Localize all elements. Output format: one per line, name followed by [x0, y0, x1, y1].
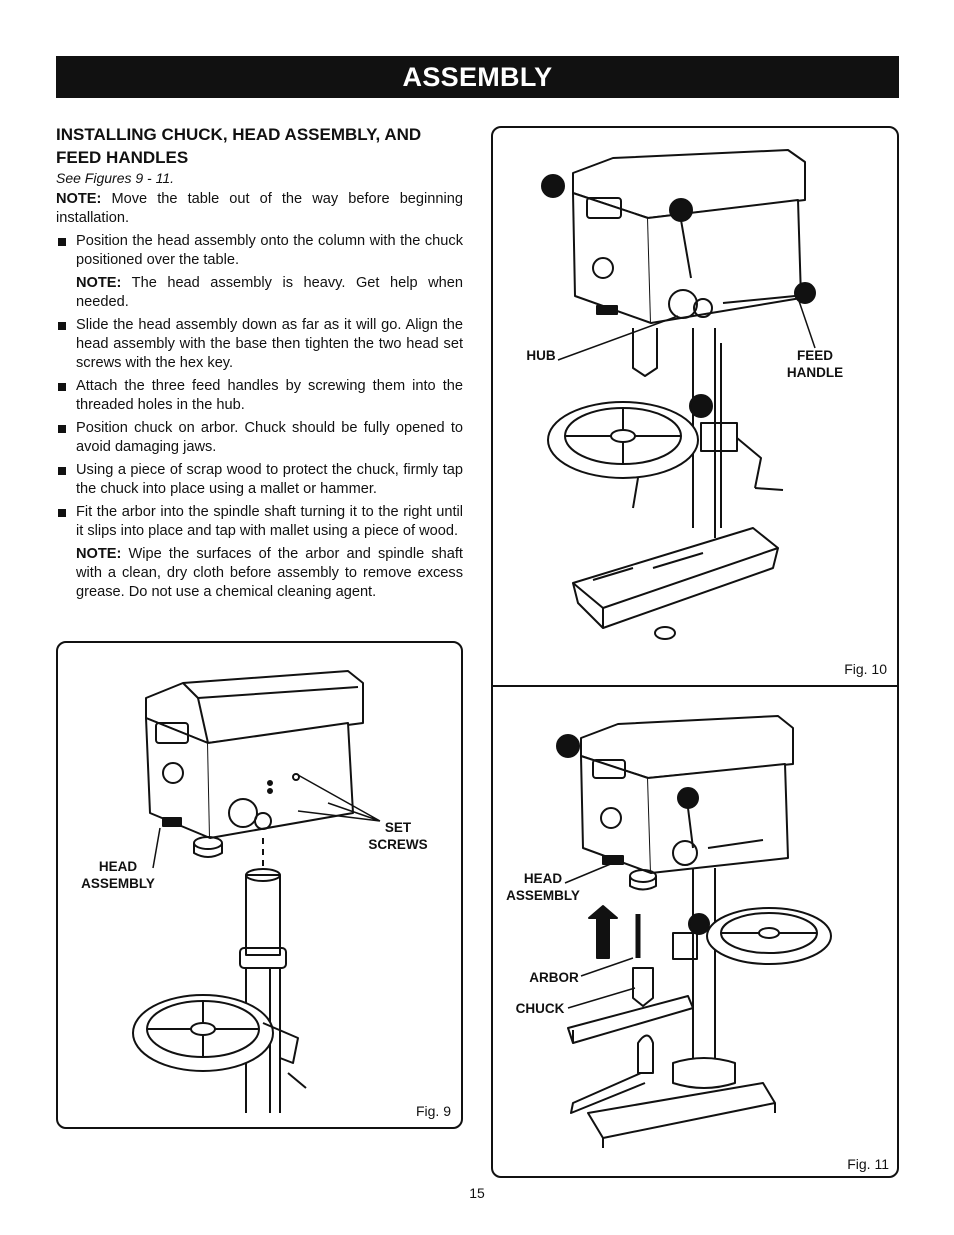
callout-line: SET	[384, 820, 412, 835]
figure-10-11-panel: HUB FEED HANDLE Fig. 10 HEAD ASSEMBLY AR…	[491, 126, 899, 1178]
page-title: ASSEMBLY	[402, 62, 553, 92]
callout-line: ASSEMBLY	[81, 876, 155, 891]
note-text: Wipe the surfaces of the arbor and spind…	[76, 546, 463, 600]
callout-head-assembly: HEAD ASSEMBLY	[503, 870, 583, 904]
step-note: NOTE: The head assembly is heavy. Get he…	[76, 274, 463, 312]
note-text: Move the table out of the way before beg…	[56, 191, 463, 226]
instructions-column: INSTALLING CHUCK, HEAD ASSEMBLY, AND FEE…	[56, 123, 463, 606]
callout-line: HUB	[526, 348, 556, 363]
steps-list: Position the head assembly onto the colu…	[56, 232, 463, 270]
section-banner: ASSEMBLY	[56, 56, 899, 98]
callout-hub: HUB	[523, 347, 559, 364]
step-note: NOTE: Wipe the surfaces of the arbor and…	[76, 545, 463, 602]
note-label: NOTE:	[76, 275, 122, 291]
callout-line: HEAD	[523, 871, 563, 886]
page-number: 15	[469, 1185, 485, 1201]
callout-line: HEAD	[98, 859, 138, 874]
callout-line: CHUCK	[515, 1001, 565, 1016]
callout-head-assembly: HEAD ASSEMBLY	[78, 858, 158, 892]
note-text: The head assembly is heavy. Get help whe…	[76, 275, 463, 310]
callout-line: HANDLE	[786, 365, 844, 380]
step-item: Fit the arbor into the spindle shaft tur…	[56, 503, 463, 541]
step-item: Attach the three feed handles by screwin…	[56, 377, 463, 415]
callout-arbor: ARBOR	[527, 969, 581, 986]
step-item: Position chuck on arbor. Chuck should be…	[56, 419, 463, 457]
callout-feed-handle: FEED HANDLE	[785, 347, 845, 381]
intro-note: NOTE: Move the table out of the way befo…	[56, 190, 463, 228]
callout-chuck: CHUCK	[513, 1000, 567, 1017]
figure-label: Fig. 10	[844, 661, 887, 677]
drill-press-illustration	[541, 149, 832, 1148]
step-item: Position the head assembly onto the colu…	[56, 232, 463, 270]
see-figures-reference: See Figures 9 - 11.	[56, 170, 175, 186]
figure-label: Fig. 9	[415, 1103, 451, 1119]
drill-press-head-illustration	[132, 670, 381, 1113]
section-heading: INSTALLING CHUCK, HEAD ASSEMBLY, AND FEE…	[56, 125, 422, 167]
note-label: NOTE:	[76, 546, 122, 562]
note-label: NOTE:	[56, 191, 102, 207]
callout-line: SCREWS	[368, 837, 428, 852]
step-item: Slide the head assembly down as far as i…	[56, 316, 463, 373]
steps-list: Slide the head assembly down as far as i…	[56, 316, 463, 541]
callout-line: FEED	[796, 348, 833, 363]
figure-label: Fig. 11	[847, 1156, 889, 1172]
callout-line: ASSEMBLY	[506, 888, 580, 903]
figure-divider	[493, 685, 897, 687]
step-item: Using a piece of scrap wood to protect t…	[56, 461, 463, 499]
figure-9-panel: HEAD ASSEMBLY SET SCREWS Fig. 9	[56, 641, 463, 1129]
callout-line: ARBOR	[529, 970, 579, 985]
callout-set-screws: SET SCREWS	[358, 819, 438, 853]
